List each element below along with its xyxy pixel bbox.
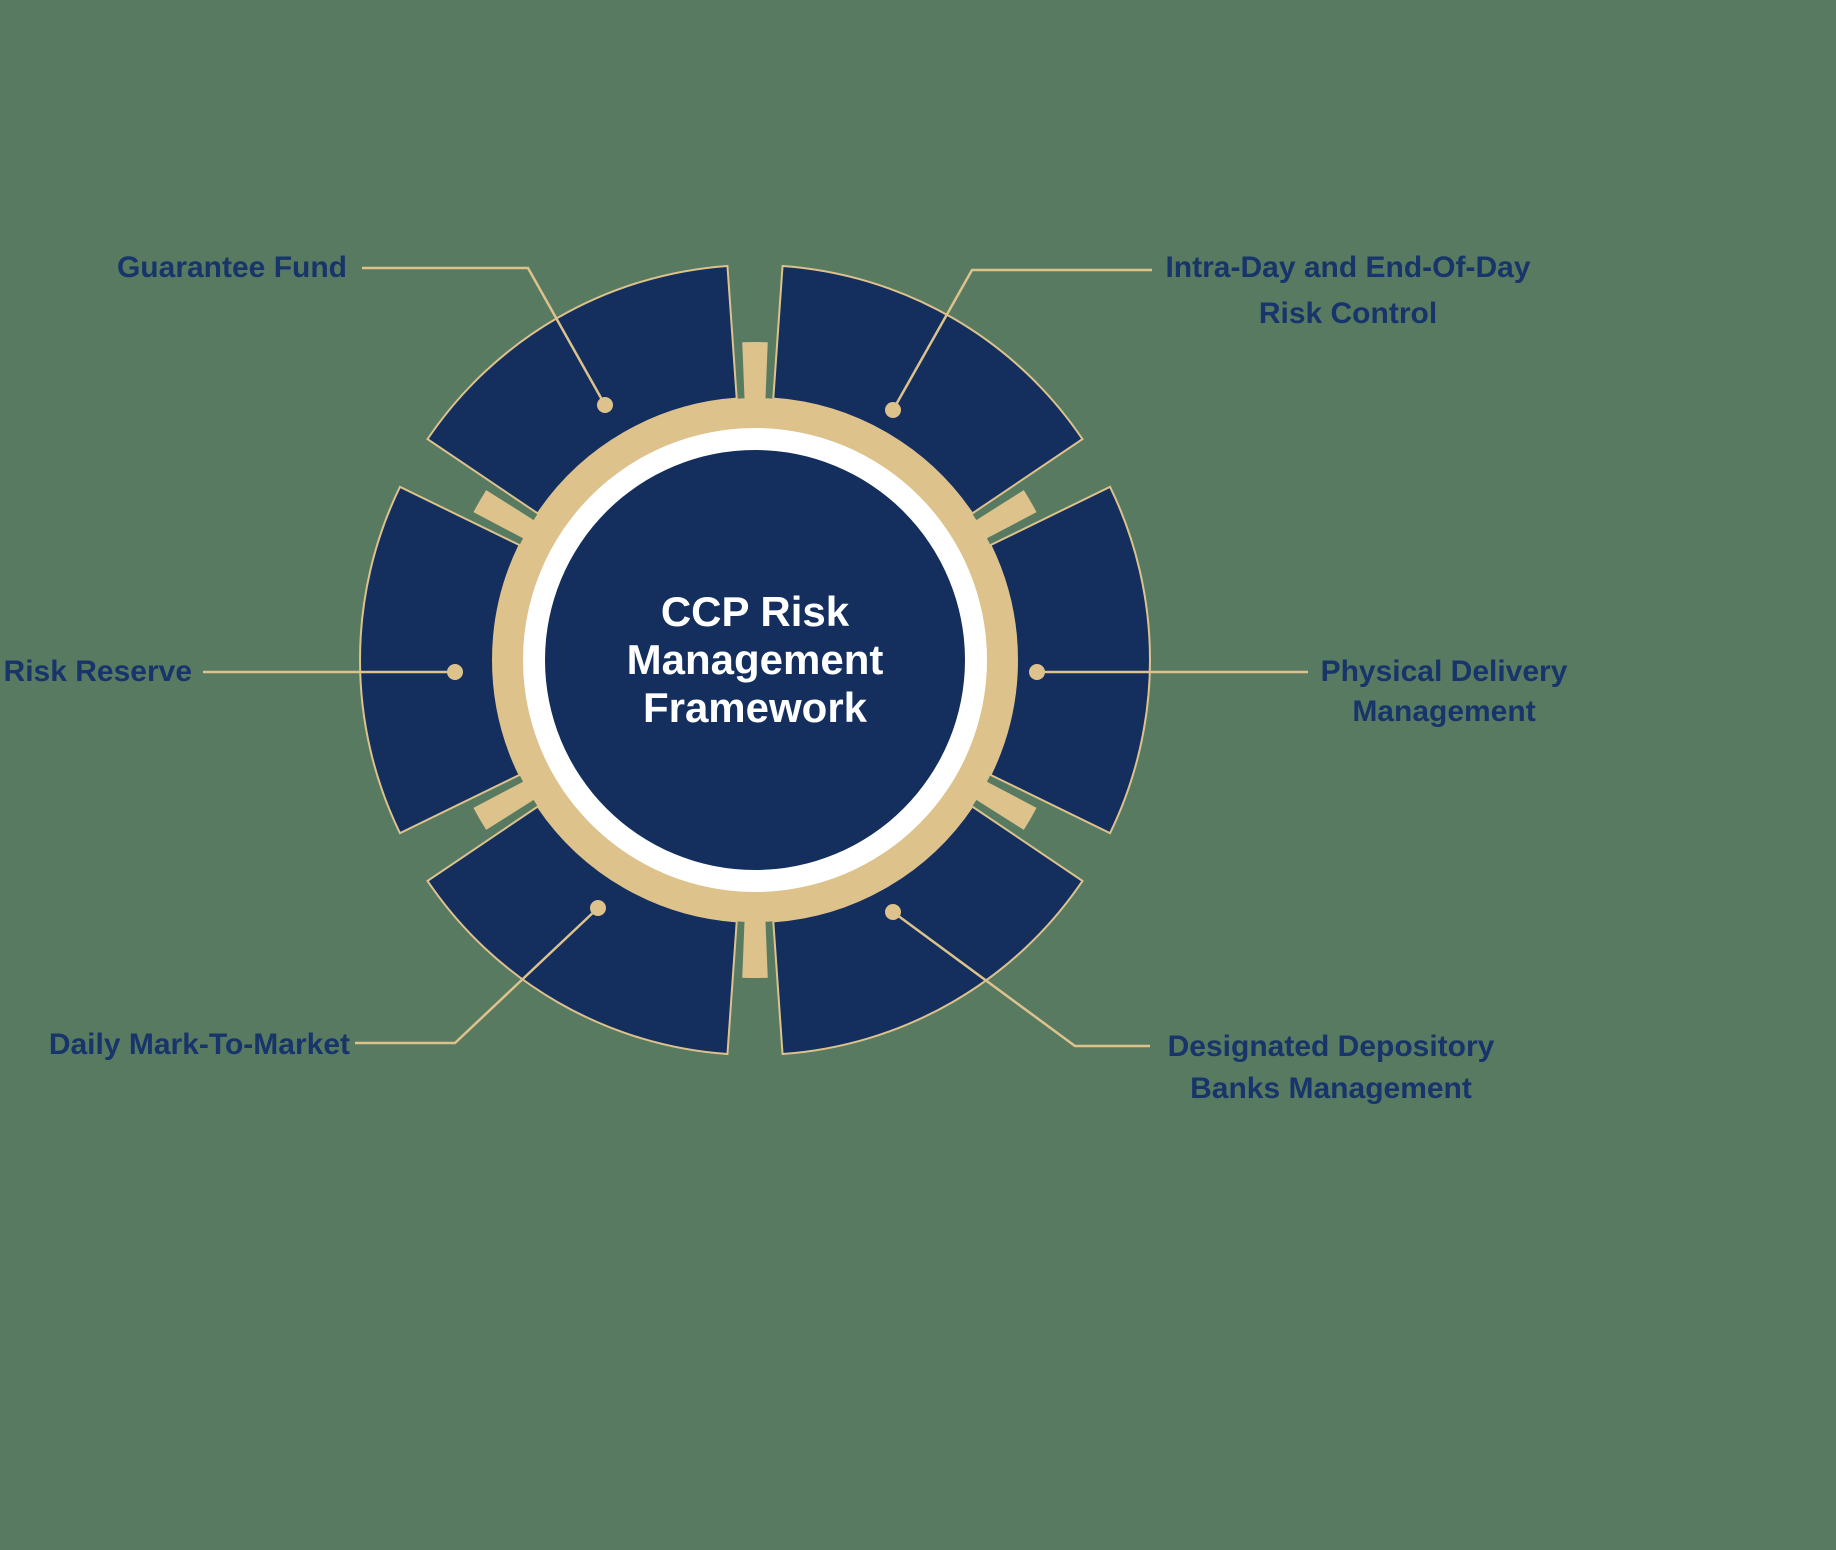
segment-wedge: [772, 805, 1084, 1056]
leader-dot: [1029, 664, 1045, 680]
center-title: CCP Risk Management Framework: [626, 588, 884, 731]
leader-line: [891, 268, 1152, 411]
label-daily-mark-to-market: Daily Mark-To-Market: [48, 1028, 350, 1061]
segment-wedge: [426, 805, 738, 1056]
gap-tab: [968, 777, 1037, 830]
gap-tab: [473, 777, 542, 830]
label-physical-delivery: Physical Delivery Management: [1320, 655, 1568, 728]
leader-dot: [447, 664, 463, 680]
segment-wedge: [989, 485, 1151, 835]
leader-line: [892, 910, 1150, 1048]
leader-line: [355, 907, 599, 1045]
segment-wedge: [772, 264, 1084, 515]
center-circle: [545, 450, 965, 870]
label-guarantee-fund: Guarantee Fund: [116, 251, 347, 284]
gap-tab: [742, 911, 768, 978]
gap-tab: [968, 490, 1037, 543]
leader-line: [362, 266, 607, 406]
segment-wedge: [426, 264, 738, 515]
gap-tab: [742, 342, 768, 409]
label-intraday-risk-control: Intra-Day and End-Of-Day Risk Control: [1165, 251, 1531, 330]
label-designated-depository: Designated Depository Banks Management: [1167, 1030, 1495, 1105]
leader-dot: [597, 397, 613, 413]
leader-dot: [590, 900, 606, 916]
label-risk-reserve: Risk Reserve: [3, 655, 192, 688]
leader-dot: [885, 402, 901, 418]
segment-wedge: [358, 485, 521, 835]
gap-tab: [473, 490, 542, 543]
leader-dot: [885, 904, 901, 920]
